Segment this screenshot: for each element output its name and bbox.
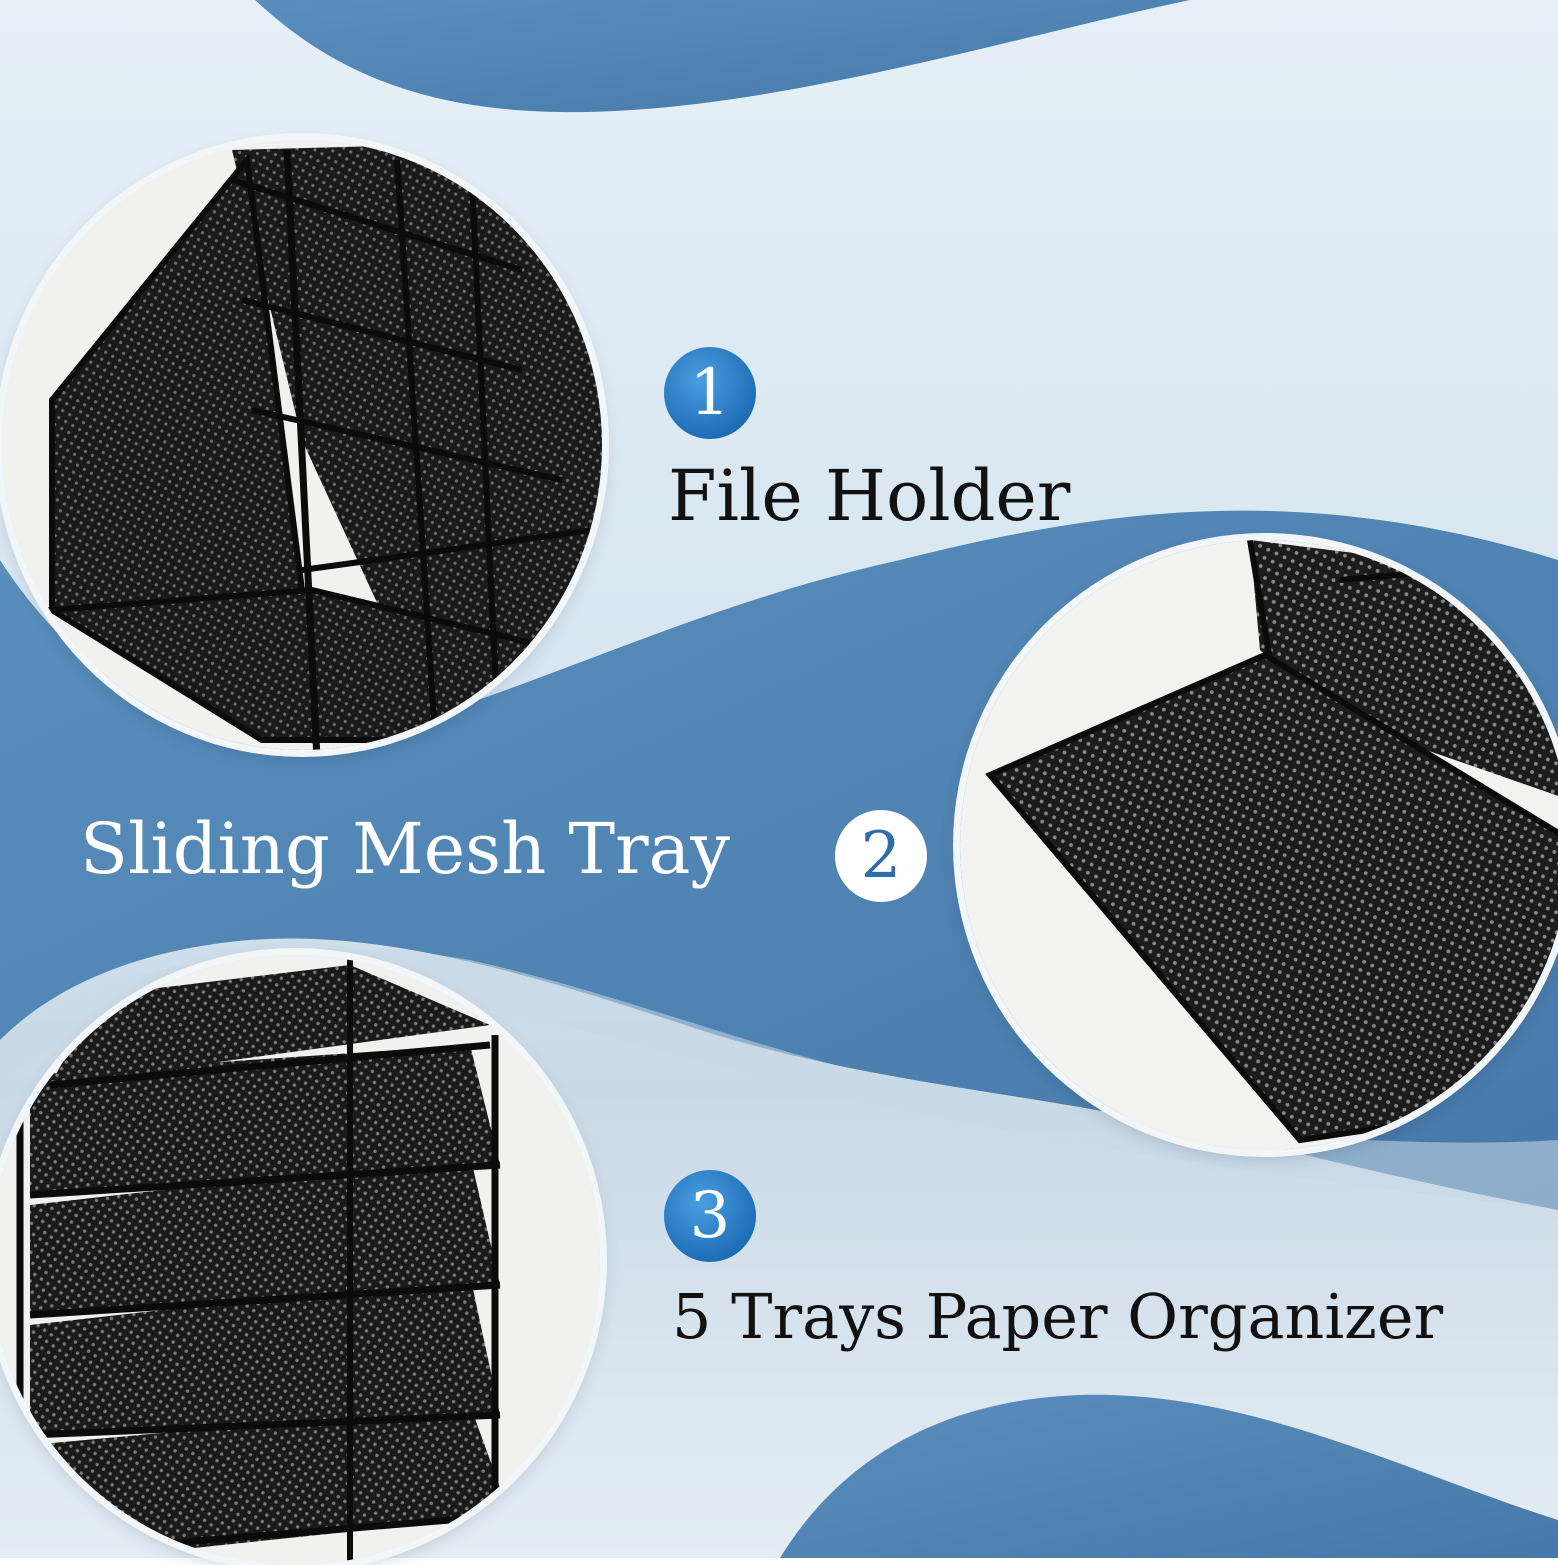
feature-number-badge-3: 3 — [664, 1170, 756, 1262]
sliding-mesh-tray-illustration — [960, 540, 1558, 1150]
feature-number-badge-1: 1 — [664, 347, 756, 439]
five-trays-organizer-illustration — [0, 955, 600, 1565]
feature-number-badge-2: 2 — [835, 810, 927, 902]
file-holder-photo — [2, 140, 602, 750]
feature-label-file-holder: File Holder — [668, 455, 1071, 537]
feature-label-five-trays-paper-organizer: 5 Trays Paper Organizer — [672, 1280, 1444, 1353]
file-holder-illustration — [2, 140, 602, 750]
sliding-mesh-tray-photo — [960, 540, 1558, 1150]
feature-label-sliding-mesh-tray: Sliding Mesh Tray — [80, 808, 730, 890]
five-trays-organizer-photo — [0, 955, 600, 1565]
